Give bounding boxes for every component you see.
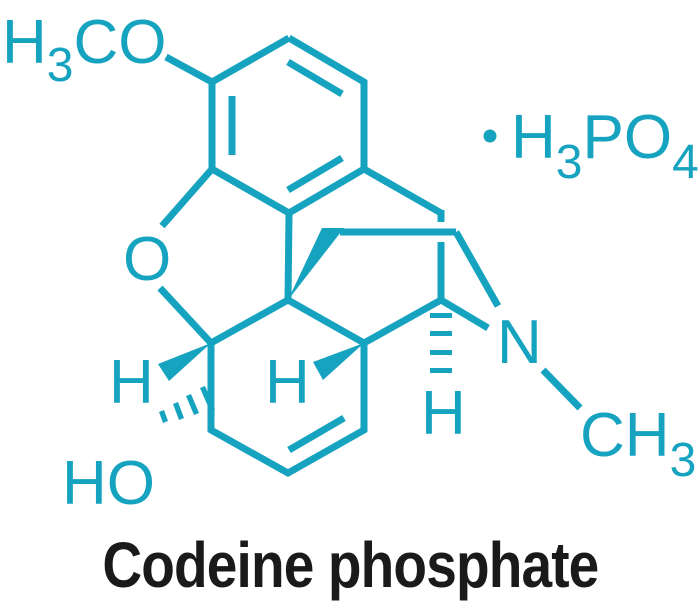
phosphoric-acid-label: H3PO4 <box>511 103 699 189</box>
wedge-bond <box>288 228 344 300</box>
hydrogen-label-left: H <box>109 348 154 417</box>
bond <box>362 296 443 347</box>
ring-oxygen-label: O <box>123 225 171 294</box>
methyl-label: CH3 <box>580 401 696 487</box>
methoxy-bond <box>164 53 214 86</box>
hydrogen-label-right: H <box>421 379 466 448</box>
salt-dot <box>483 129 497 143</box>
hash-bond-h <box>430 313 452 373</box>
bond <box>452 230 502 308</box>
bond <box>439 296 490 332</box>
bond <box>362 165 443 217</box>
ether-bond <box>159 166 215 229</box>
wedge-bond <box>313 343 364 380</box>
hydroxyl-label: HO <box>62 449 155 518</box>
methoxy-label: H3CO <box>2 8 166 92</box>
hydrogen-label-center: H <box>265 348 310 417</box>
nitrogen-label: N <box>497 308 542 377</box>
wedge-bond <box>158 343 211 381</box>
alkene-double-bond <box>287 414 346 454</box>
aromatic-double-bond <box>286 58 344 98</box>
aromatic-double-bond <box>286 154 344 194</box>
bond <box>284 212 293 301</box>
compound-name: Codeine phosphate <box>101 529 599 601</box>
stereo-bonds <box>158 129 497 423</box>
hash-bond-hydroxyl <box>159 386 215 423</box>
n-methyl-bond <box>540 367 583 411</box>
ether-bond <box>157 285 214 346</box>
